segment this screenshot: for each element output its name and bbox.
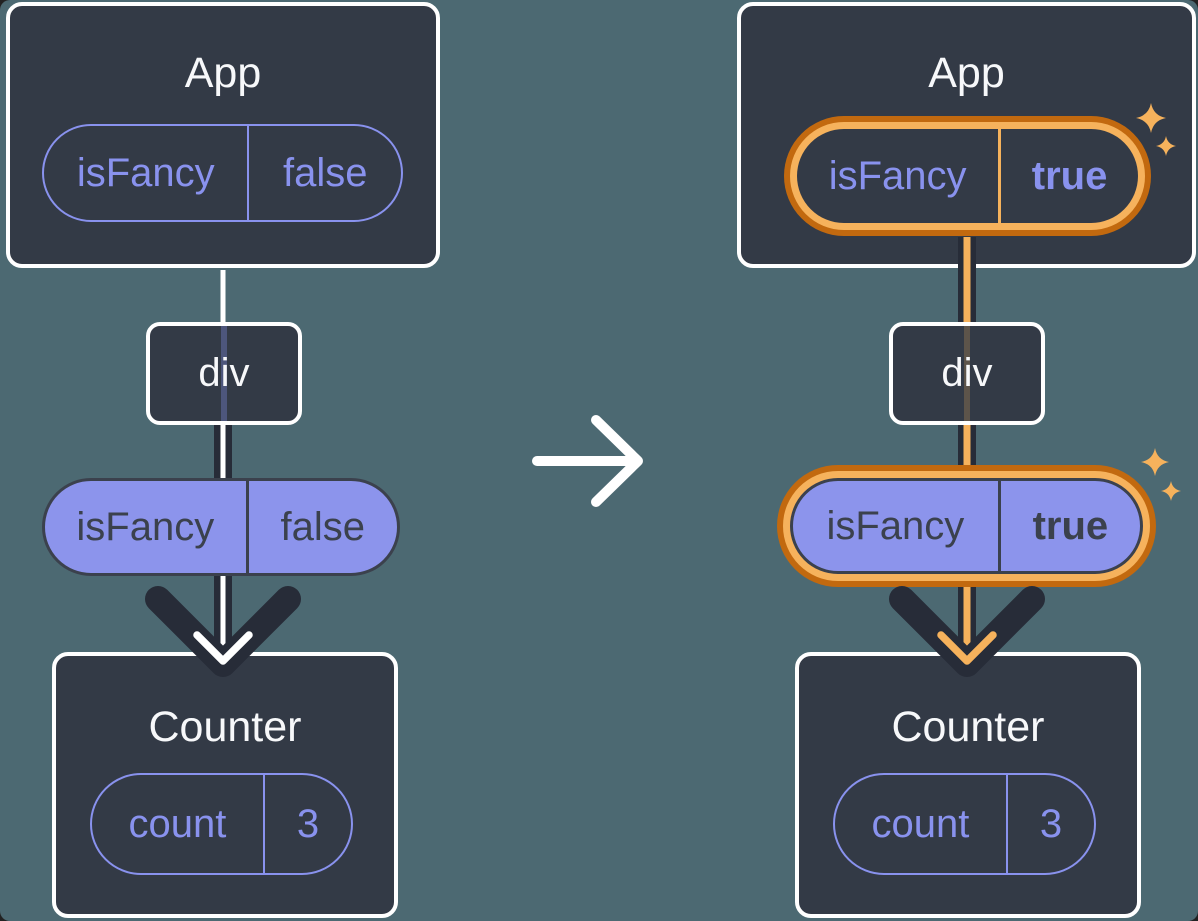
app-title: App [184,49,262,97]
prop-value: true [997,481,1140,571]
after-counter-state-pill: count 3 [833,773,1096,875]
prop-value: false [245,481,397,573]
state-name: count [128,801,227,846]
state-name: count [871,801,970,846]
state-value: 3 [1005,775,1094,873]
counter-title: Counter [148,703,302,751]
before-counter-state-pill: count 3 [90,773,353,875]
after-app-state-pill-highlighted: isFancy true [797,129,1138,223]
prop-name: isFancy [76,504,215,549]
sparkle-icon [1141,448,1181,501]
state-name: isFancy [828,153,967,198]
state-value: true [998,129,1138,223]
counter-title: Counter [891,703,1045,751]
state-value: false [247,126,401,220]
before-prop-pill: isFancy false [42,478,400,576]
div-label: div [198,351,250,395]
state-value: 3 [262,775,351,873]
right-arrow-icon [532,415,643,507]
prop-name: isFancy [826,503,965,548]
after-prop-pill-highlighted: isFancy true [790,478,1143,574]
before-div-node: div [146,322,302,425]
state-name: isFancy [76,150,215,195]
div-label: div [941,351,993,395]
app-title: App [928,49,1005,97]
before-app-state-pill: isFancy false [42,124,403,222]
after-div-node: div [889,322,1045,425]
